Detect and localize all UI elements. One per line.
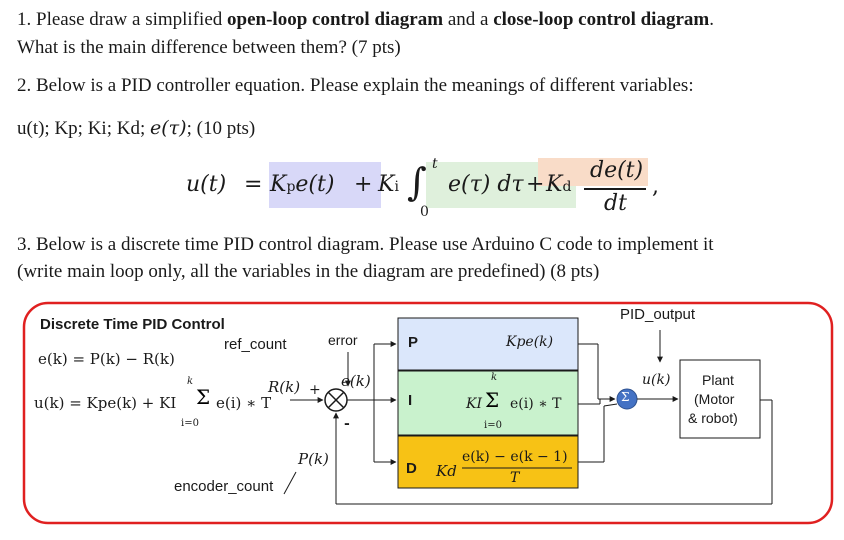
integral-upper: t bbox=[432, 156, 438, 172]
eq-integrand: e(τ) dτ bbox=[448, 172, 524, 197]
pk-label: P(k) bbox=[298, 450, 329, 468]
p-expression: Kpe(k) bbox=[506, 334, 554, 350]
eq-plus-1: + bbox=[354, 172, 373, 197]
q1-text-a: 1. Please draw a simplified bbox=[17, 9, 228, 30]
i-box bbox=[397, 370, 579, 436]
i-expression-rhs: e(i) ∗ T bbox=[510, 396, 562, 412]
sum-symbol-i: Σ bbox=[485, 388, 499, 412]
sigma-symbol: Σ bbox=[621, 390, 630, 404]
eq-plus-2: + bbox=[526, 172, 545, 197]
d-term-highlight bbox=[538, 158, 648, 186]
eq-p-term: Kpe(t) bbox=[270, 172, 335, 197]
q2-end: ; (10 pts) bbox=[186, 118, 256, 139]
plant-line-3: & robot) bbox=[688, 410, 738, 426]
question-3-line-2: (write main loop only, all the variables… bbox=[17, 261, 600, 282]
red-outline bbox=[22, 301, 834, 525]
q2-e-tau: e(τ) bbox=[150, 117, 187, 139]
q1-open-loop: open-loop control diagram bbox=[227, 9, 444, 30]
deriv-fraction-bar bbox=[584, 188, 646, 190]
q1-text-c: . bbox=[709, 9, 714, 30]
q1-text-b: and a bbox=[443, 9, 494, 30]
question-2-line-1: 2. Below is a PID controller equation. P… bbox=[17, 75, 694, 96]
u-equation-sum-top: k bbox=[187, 376, 194, 387]
question-3-line-1: 3. Below is a discrete time PID control … bbox=[17, 234, 714, 255]
minus-sign: - bbox=[344, 416, 350, 432]
u-equation-rhs: e(i) ∗ T bbox=[216, 394, 272, 412]
rk-label: R(k) bbox=[268, 378, 301, 396]
eq-equals: = bbox=[244, 172, 263, 197]
d-letter: D bbox=[406, 460, 417, 477]
pid-equation: u(t) = Kpe(t) + Ki ∫ t 0 e(τ) dτ + Kd de… bbox=[186, 156, 666, 224]
eq-comma: , bbox=[652, 174, 659, 199]
i-expression-sum-top: k bbox=[491, 372, 498, 383]
eq-deriv-den: dt bbox=[604, 191, 627, 216]
ref-count-label: ref_count bbox=[224, 336, 287, 353]
question-1-line-2: What is the main difference between them… bbox=[17, 37, 401, 58]
eq-ki: Ki bbox=[378, 172, 399, 197]
eq-lhs: u(t) bbox=[186, 172, 227, 197]
plus-sign: + bbox=[309, 382, 321, 398]
d-expression-den: T bbox=[510, 470, 520, 486]
pid-output-label: PID_output bbox=[620, 306, 696, 323]
encoder-count-label: encoder_count bbox=[174, 478, 274, 495]
plant-box bbox=[679, 359, 761, 439]
plant-line-2: (Motor bbox=[694, 391, 735, 407]
q2-vars: u(t); Kp; Ki; Kd; bbox=[17, 118, 150, 139]
diagram-graphics: Σ Σ bbox=[22, 301, 834, 525]
d-expression-num: e(k) − e(k − 1) bbox=[462, 449, 568, 465]
uk-label: u(k) bbox=[642, 372, 671, 388]
integral-sign: ∫ bbox=[407, 160, 427, 204]
error-label: error bbox=[328, 332, 358, 348]
d-box bbox=[397, 435, 579, 489]
diagram-title: Discrete Time PID Control bbox=[40, 316, 225, 333]
question-2-line-2: u(t); Kp; Ki; Kd; e(τ); (10 pts) bbox=[17, 114, 255, 143]
pid-diagram: Σ Σ Discrete Time PID Control e(k) = P(k… bbox=[0, 300, 844, 540]
ek-label: e(k) bbox=[341, 372, 371, 390]
d-expression-kd: Kd bbox=[436, 462, 457, 480]
i-expression-sum-bottom: i=0 bbox=[484, 420, 502, 431]
q1-close-loop: close-loop control diagram bbox=[493, 9, 710, 30]
i-expression-ki: KI bbox=[466, 396, 482, 412]
integral-lower: 0 bbox=[420, 204, 429, 220]
p-term-highlight bbox=[269, 162, 381, 208]
i-letter: I bbox=[408, 392, 413, 409]
eq-deriv-num: de(t) bbox=[590, 158, 644, 183]
u-equation-lhs: u(k) = Kpe(k) + KI bbox=[34, 394, 177, 412]
u-equation-sum-bottom: i=0 bbox=[181, 418, 199, 429]
p-letter: P bbox=[408, 334, 419, 351]
error-equation: e(k) = P(k) − R(k) bbox=[38, 350, 175, 368]
sum-symbol-eq: Σ bbox=[196, 385, 210, 409]
eq-kd: Kd bbox=[546, 172, 572, 197]
question-1-line-1: 1. Please draw a simplified open-loop co… bbox=[17, 6, 714, 34]
plant-line-1: Plant bbox=[702, 372, 734, 388]
